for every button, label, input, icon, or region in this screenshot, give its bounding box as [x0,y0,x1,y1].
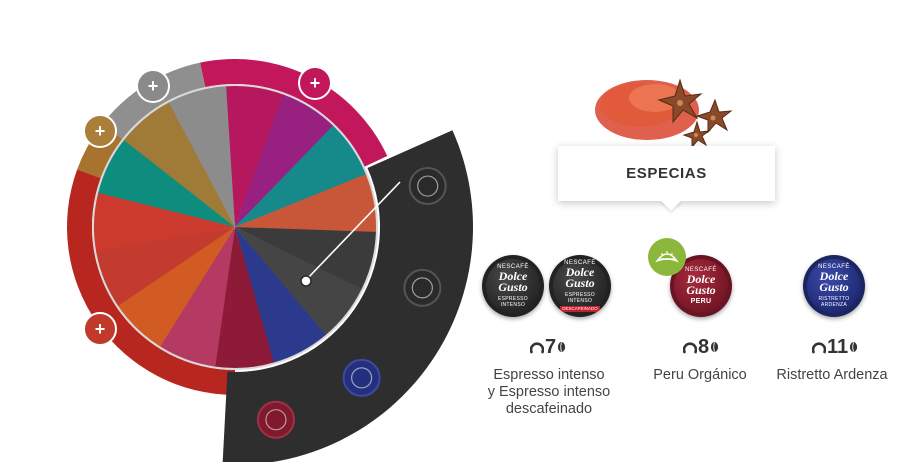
product-name-line: descafeinado [505,401,593,417]
intensity-value: 8 [698,336,710,358]
product-name-line: Ristretto Ardenza [776,367,888,383]
capsule-logo-line2: Gusto [565,276,595,290]
capsule-variant-2: ARDENZA [821,302,847,308]
wheel-segment[interactable] [235,227,376,290]
spice-image [595,78,733,149]
wheel-segment[interactable] [235,174,376,233]
add-button-circle [83,114,117,148]
capsule-decaf-tag: DESCAFEINADO [560,306,600,312]
capsule-logo-line1: Dolce [498,269,528,283]
add-button-ochre[interactable]: + [83,114,117,148]
pointer-line [305,181,401,281]
intensity-gauge-icon [812,342,826,354]
outer-ring-magenta [200,59,388,167]
capsule-brand: NESCAFÉ [564,260,596,266]
add-button-circle [83,312,117,346]
plus-icon: + [95,121,106,141]
selection-pointer [300,181,401,287]
wheel-segment[interactable] [117,227,235,347]
capsule-espresso-intenso[interactable]: NESCAFÉ Dolce Gusto ESPRESSO INTENSO [482,255,544,317]
capsule-ristretto-ardenza[interactable]: NESCAFÉ Dolce Gusto RISTRETTO ARDENZA [803,255,865,317]
add-buttons[interactable]: + + + + [83,66,332,346]
category-tooltip: ESPECIAS [558,146,775,201]
wheel-segment[interactable] [94,191,235,252]
drawer-capsule-logo [417,175,439,197]
intensity-peru: 8 [683,337,719,357]
capsule-variant-2: INTENSO [567,298,593,304]
capsule-logo-line1: Dolce [819,269,849,283]
capsule-variant-2: INTENSO [500,302,526,308]
wheel-segment[interactable] [235,227,362,336]
wheel-segment[interactable] [235,94,334,227]
intensity-espresso: 7 [530,337,566,357]
drawer-capsule-logo [411,277,433,299]
capsule-brand: NESCAFÉ [818,264,850,270]
drawer-panel[interactable] [222,130,473,462]
add-button-magenta[interactable]: + [298,66,332,100]
add-button-gray[interactable]: + [136,69,170,103]
product-name-ristretto[interactable]: Ristretto Ardenza [766,367,898,384]
drawer-capsule-espresso[interactable] [408,167,447,206]
product-name-line: Espresso intenso [493,367,605,383]
center-dot [300,275,312,287]
plus-icon: + [310,73,321,93]
product-name-espresso[interactable]: Espresso intenso y Espresso intenso desc… [474,367,624,418]
capsule-variant: RISTRETTO [818,296,850,302]
wheel-segment[interactable] [235,125,367,227]
capsule-drawer[interactable] [222,130,473,462]
drawer-capsule-logo [351,367,373,389]
coffee-bean-icon [711,342,719,352]
coffee-bean-icon [850,342,858,352]
product-name-line: Peru Orgánico [653,367,747,383]
plus-icon: + [95,319,106,339]
drawer-capsule-logo [265,409,287,431]
capsule-logo-line1: Dolce [565,265,595,279]
drawer-capsule-ristretto[interactable] [342,358,381,397]
plus-icon: + [148,76,159,96]
intensity-ristretto: 11 [812,337,858,357]
wheel-segment[interactable] [235,227,326,363]
capsule-brand: NESCAFÉ [685,267,717,273]
wheel-segment[interactable] [214,227,274,368]
intensity-gauge-icon [683,342,697,354]
organic-leaf-icon [648,238,686,276]
capsule-variant: PERU [690,298,712,305]
wheel-segment[interactable] [168,86,235,227]
capsule-logo-line1: Dolce [686,272,716,286]
capsule-brand: NESCAFÉ [497,264,529,270]
product-name-peru[interactable]: Peru Orgánico [640,367,760,384]
intensity-value: 7 [545,336,557,358]
capsule-variant: ESPRESSO [498,296,528,302]
add-button-circle [298,66,332,100]
capsule-espresso-decaf[interactable]: NESCAFÉ Dolce Gusto ESPRESSO INTENSO DES… [549,255,611,317]
outer-ring-red [66,169,236,395]
add-button-circle [136,69,170,103]
capsule-logo-line2: Gusto [686,283,716,297]
capsule-logo-line2: Gusto [819,280,849,294]
drawer-capsule-peru[interactable] [256,400,295,439]
product-name-line: y Espresso intenso [487,384,611,400]
wheel-segment[interactable] [95,227,236,306]
wheel-segment[interactable] [225,86,285,227]
wheel-segments[interactable] [94,86,376,368]
capsule-variant: ESPRESSO [565,292,595,298]
tooltip-title: ESPECIAS [626,165,707,182]
intensity-gauge-icon [530,342,544,354]
capsule-logo-line2: Gusto [498,280,528,294]
coffee-bean-icon [558,342,566,352]
intensity-value: 11 [827,336,849,358]
add-button-red[interactable]: + [83,312,117,346]
wheel-segment[interactable] [123,102,235,227]
wheel-segment[interactable] [159,227,235,367]
drawer-capsule-decaf[interactable] [403,268,442,307]
wheel-segment[interactable] [98,139,236,227]
